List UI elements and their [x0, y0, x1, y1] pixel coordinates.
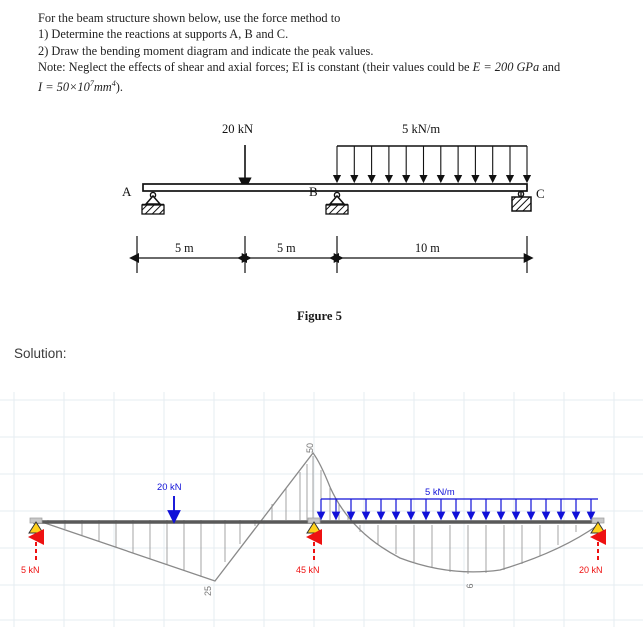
figure-support-a-label: A — [122, 184, 132, 199]
second-moment-area-close: ). — [115, 79, 123, 94]
solution-support-c — [590, 517, 606, 534]
figure-beam — [142, 183, 528, 192]
moment-peak-label-span1: 25 — [203, 586, 213, 596]
statement-note-text: Note: Neglect the effects of shear and a… — [38, 60, 470, 75]
figure-udl-arrows — [332, 146, 532, 184]
second-moment-area-unit: mm — [93, 79, 112, 94]
statement-line-5: I = 50×107mm4). — [38, 76, 618, 96]
moment-hatch-span-ab — [47, 520, 202, 577]
figure-dim-label-3: 10 m — [415, 241, 440, 255]
moment-peak-label-b: 50 — [305, 443, 315, 453]
statement-line-2: 1) Determine the reactions at supports A… — [38, 27, 289, 42]
solution-support-a — [28, 517, 44, 534]
figure-support-c-label: C — [536, 186, 545, 201]
reaction-label-c: 20 kN — [579, 565, 603, 575]
moment-curve — [35, 451, 599, 582]
reaction-label-b: 45 kN — [296, 565, 320, 575]
figure-support-b — [325, 191, 349, 215]
solution-heading: Solution: — [14, 346, 67, 361]
figure-udl-label: 5 kN/m — [402, 122, 440, 136]
solution-point-load-label: 20 kN — [157, 481, 182, 492]
figure-dim-label-2: 5 m — [277, 241, 296, 255]
figure-support-a — [141, 191, 165, 215]
second-moment-area-exponent: 7 — [89, 78, 94, 88]
beam-structure-figure: 20 kN 5 kN/m A B C — [0, 118, 643, 293]
statement-line-3: 2) Draw the bending moment diagram and i… — [38, 43, 374, 58]
figure-dimension-lines — [129, 236, 534, 273]
moment-peak-label-span3: 6 — [465, 583, 475, 588]
figure-dim-label-1: 5 m — [175, 241, 194, 255]
solution-udl-label: 5 kN/m — [425, 486, 455, 497]
statement-note-and: and — [542, 60, 561, 75]
problem-statement: For the beam structure shown below, use … — [38, 10, 618, 95]
moment-hatch-span-b — [224, 456, 349, 562]
solution-support-b — [306, 517, 322, 534]
solution-udl-arrows — [316, 499, 596, 521]
figure-support-b-label: B — [309, 184, 318, 199]
reaction-label-a: 5 kN — [21, 565, 40, 575]
figure-point-load-label: 20 kN — [222, 122, 253, 136]
statement-line-1: For the beam structure shown below, use … — [38, 11, 341, 25]
youngs-modulus-value: E = 200 GPa — [472, 60, 540, 75]
moment-hatch-span-bc — [359, 525, 577, 574]
background-grid — [0, 392, 643, 627]
second-moment-area-value: I = 50×10 — [38, 79, 90, 94]
bending-moment-diagram-panel: 5 kN/m 20 kN 5 kN 45 kN 20 kN 50 25 6 — [0, 392, 643, 627]
second-moment-area-unit-exponent: 4 — [111, 78, 116, 88]
figure-support-c — [511, 190, 532, 212]
statement-line-4: Note: Neglect the effects of shear and a… — [38, 59, 618, 75]
figure-caption: Figure 5 — [297, 309, 342, 323]
